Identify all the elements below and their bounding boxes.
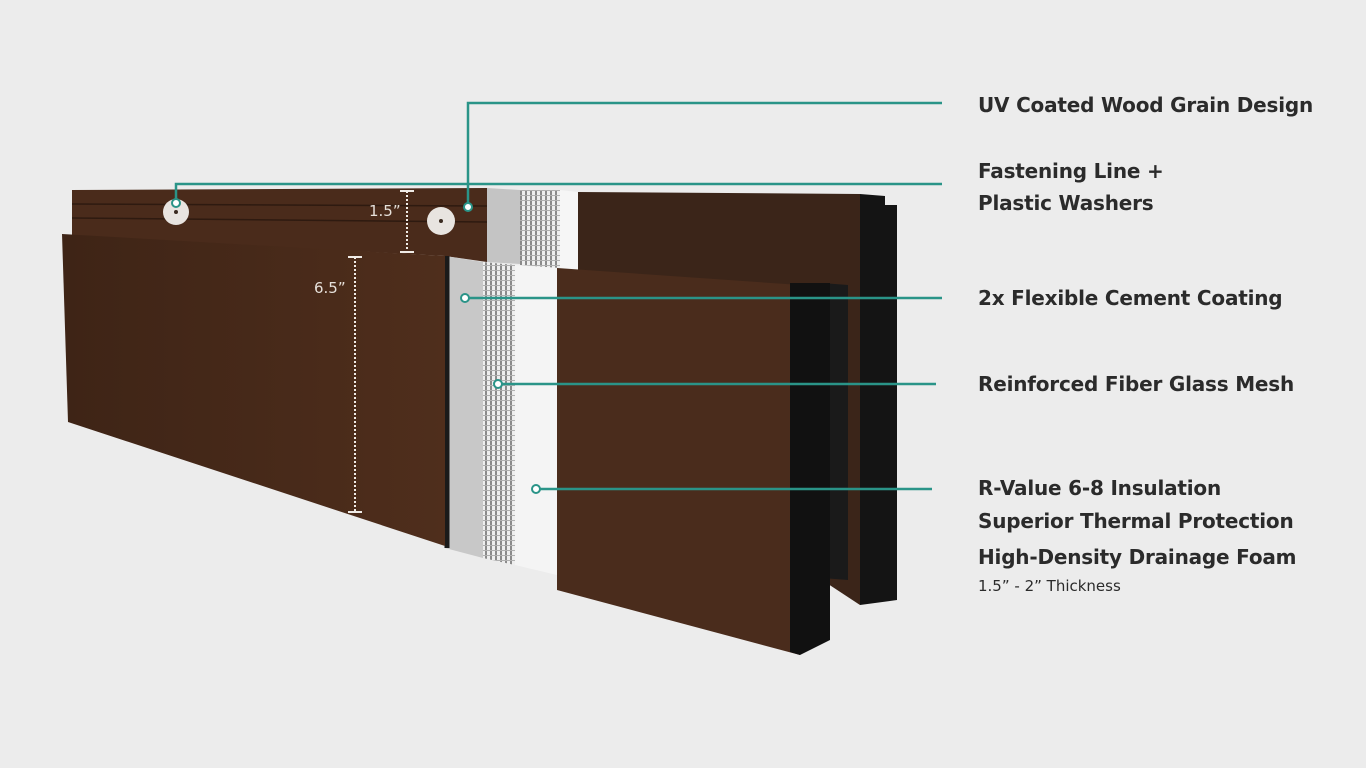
washer-icon (163, 199, 189, 225)
label-mesh: Reinforced Fiber Glass Mesh (978, 372, 1295, 396)
front-cement (445, 256, 483, 558)
label-uv-coating: UV Coated Wood Grain Design (978, 93, 1314, 117)
back-cement (487, 188, 520, 264)
label-fastening-2: Plastic Washers (978, 191, 1154, 215)
label-insulation-2: Superior Thermal Protection (978, 509, 1294, 533)
label-thickness: 1.5” - 2” Thickness (978, 577, 1121, 595)
back-foam (560, 190, 578, 270)
label-insulation-1: R-Value 6-8 Insulation (978, 476, 1222, 500)
callout-dots (171, 198, 541, 494)
front-mesh (483, 262, 515, 565)
label-cement: 2x Flexible Cement Coating (978, 286, 1283, 310)
dimension-top-label: 1.5” (369, 202, 401, 220)
callout-lines (174, 101, 942, 491)
back-mesh (520, 190, 560, 268)
front-foam (515, 265, 557, 575)
dimension-front-label: 6.5” (314, 279, 346, 297)
label-fastening-1: Fastening Line + (978, 159, 1164, 183)
washer-icon (427, 207, 455, 235)
label-insulation-3: High-Density Drainage Foam (978, 545, 1297, 569)
dimension-lines (348, 190, 414, 513)
front-left-panel (62, 234, 445, 546)
front-right-panel (557, 268, 800, 655)
